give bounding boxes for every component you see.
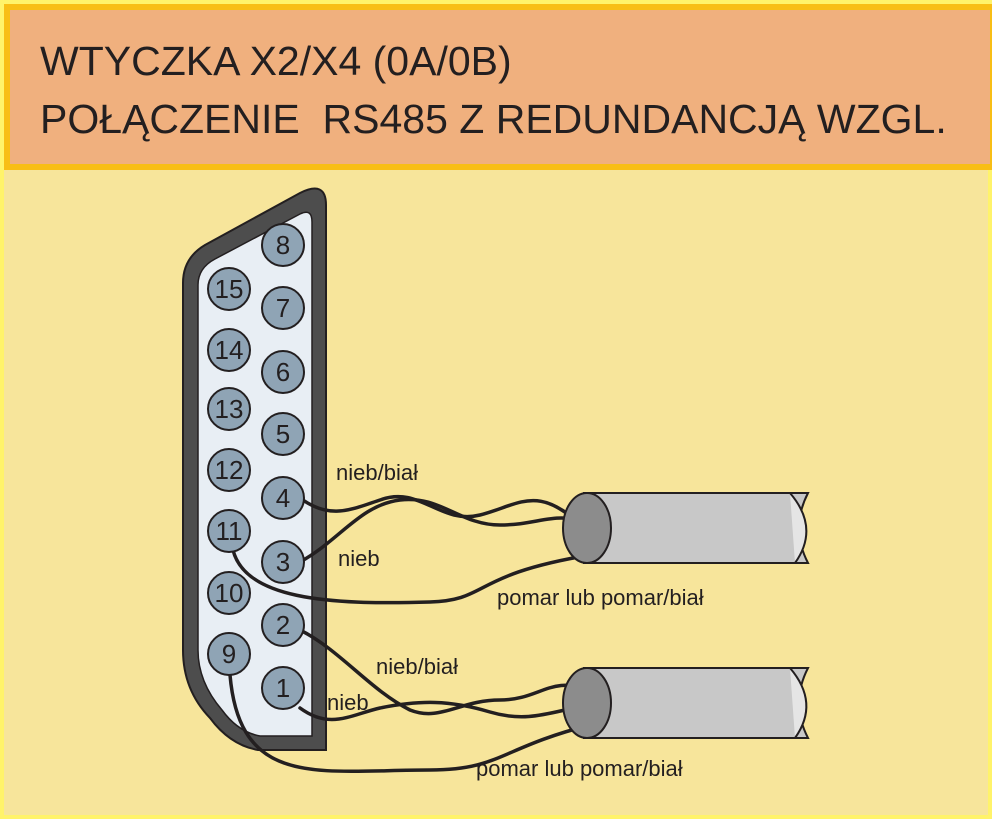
title-line-2: POŁĄCZENIE RS485 Z REDUNDANCJĄ WZGL. xyxy=(40,96,947,142)
wire-upper-blue-white xyxy=(298,494,592,537)
wire-upper-blue xyxy=(298,497,592,564)
title-line-1: WTYCZKA X2/X4 (0A/0B) xyxy=(40,38,512,84)
pin-8: 8 xyxy=(261,223,305,267)
wire-lower-blue xyxy=(298,700,592,722)
pin-10: 10 xyxy=(207,571,251,615)
pin-9: 9 xyxy=(207,632,251,676)
label-upper-orange: pomar lub pomar/biał xyxy=(497,585,704,610)
svg-text:1: 1 xyxy=(276,673,290,703)
pin-4: 4 xyxy=(261,476,305,520)
pin-15: 15 xyxy=(207,267,251,311)
upper-cable xyxy=(562,492,810,564)
wire-lower-orange xyxy=(228,673,592,774)
svg-text:2: 2 xyxy=(276,610,290,640)
svg-text:7: 7 xyxy=(276,293,290,323)
svg-text:15: 15 xyxy=(215,274,244,304)
pin-14: 14 xyxy=(207,328,251,372)
label-lower-blue: nieb xyxy=(327,690,369,715)
pin-5: 5 xyxy=(261,412,305,456)
svg-text:13: 13 xyxy=(215,394,244,424)
lower-cable xyxy=(562,667,810,739)
svg-text:11: 11 xyxy=(216,516,243,546)
pin-1: 1 xyxy=(261,666,305,710)
svg-text:3: 3 xyxy=(276,547,290,577)
label-lower-blue-white: nieb/biał xyxy=(376,654,458,679)
label-upper-blue: nieb xyxy=(338,546,380,571)
svg-text:5: 5 xyxy=(276,419,290,449)
pin-6: 6 xyxy=(261,350,305,394)
pin-3: 3 xyxy=(261,540,305,584)
pin-12: 12 xyxy=(207,448,251,492)
pin-2: 2 xyxy=(261,603,305,647)
pin-11: 11 xyxy=(207,509,251,553)
pin-7: 7 xyxy=(261,286,305,330)
svg-text:10: 10 xyxy=(215,578,244,608)
wire-lower-blue-white xyxy=(298,628,592,716)
svg-text:9: 9 xyxy=(222,639,236,669)
svg-text:6: 6 xyxy=(276,357,290,387)
svg-text:12: 12 xyxy=(215,455,244,485)
svg-text:14: 14 xyxy=(215,335,244,365)
wire-upper-orange xyxy=(230,543,592,605)
label-lower-orange: pomar lub pomar/biał xyxy=(476,756,683,781)
label-upper-blue-white: nieb/biał xyxy=(336,460,418,485)
pin-13: 13 xyxy=(207,387,251,431)
svg-text:8: 8 xyxy=(276,230,290,260)
title-banner: WTYCZKA X2/X4 (0A/0B) POŁĄCZENIE RS485 Z… xyxy=(4,4,992,170)
svg-text:4: 4 xyxy=(276,483,290,513)
